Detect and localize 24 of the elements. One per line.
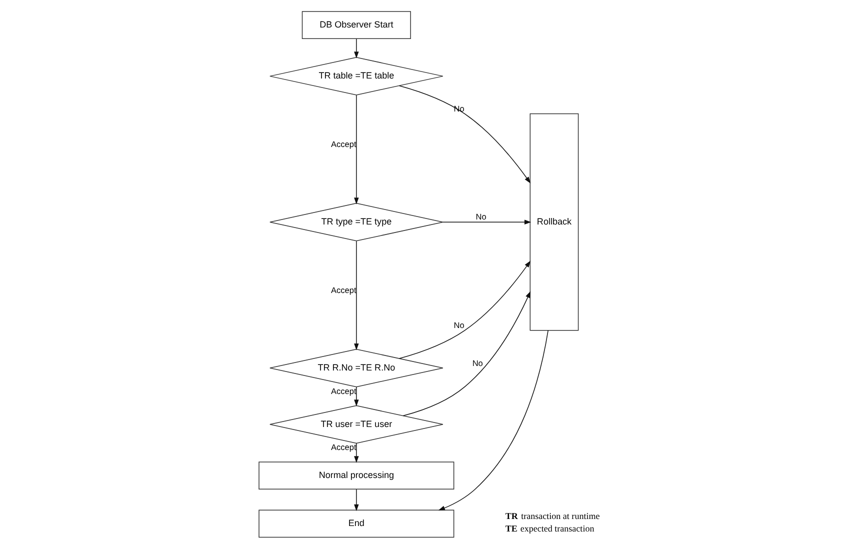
node-diamond: TR user =TE user — [270, 405, 444, 444]
label: TE expected transaction — [505, 524, 594, 534]
arrow — [438, 330, 548, 511]
label: TR transaction at runtime — [505, 510, 600, 521]
arrow — [398, 85, 531, 184]
arrow — [354, 240, 359, 350]
node-box: Rollback — [530, 113, 579, 331]
arrow — [354, 386, 359, 406]
arrow — [354, 488, 359, 512]
arrow — [354, 38, 359, 58]
edge-label: No — [476, 212, 486, 222]
arrow — [398, 260, 531, 359]
node-box: Normal processing — [258, 462, 454, 490]
arrow — [402, 291, 531, 416]
arrow — [354, 94, 359, 204]
edge-label: No — [454, 321, 464, 330]
edge-label: No — [472, 359, 483, 368]
node-box: End — [258, 510, 454, 538]
arrow — [442, 220, 532, 224]
node-diamond: TR type =TE type — [270, 202, 444, 242]
node-diamond: TR R.No =TE R.No — [270, 348, 444, 388]
node-box: DB Observer Start — [302, 11, 411, 39]
node-diamond: TR table =TE table — [270, 57, 444, 96]
arrow — [354, 443, 359, 463]
